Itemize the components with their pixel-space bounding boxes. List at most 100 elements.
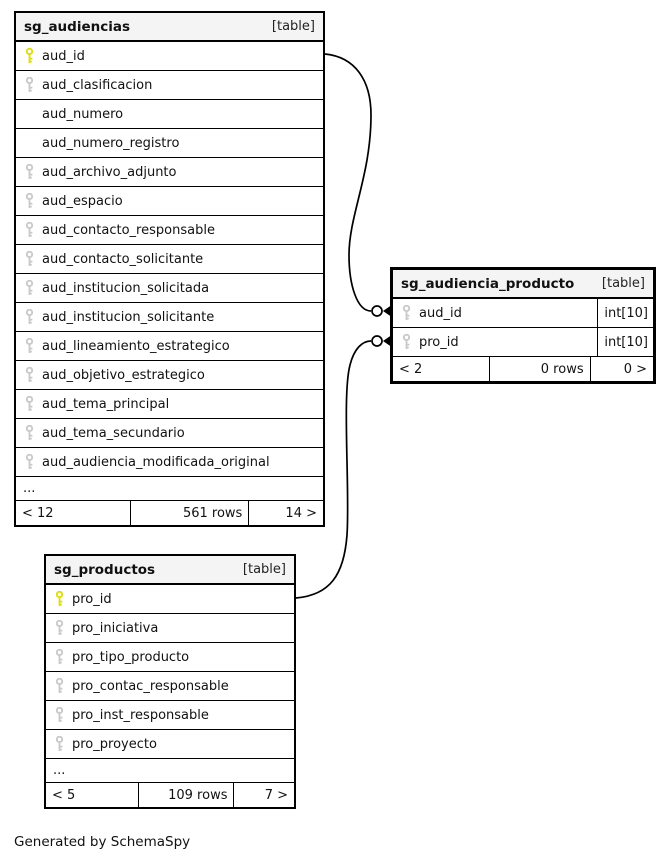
hidden-columns-ellipsis: ... [46,759,294,783]
column-name: aud_institucion_solicitada [42,280,210,296]
column-row: aud_audiencia_modificada_original [16,448,323,477]
foreign-key-icon [23,309,36,325]
foreign-key-icon [23,251,36,267]
column-name: pro_id [419,334,459,350]
arrowhead-pro-id [383,335,391,347]
table-tag: [table] [601,276,645,291]
foreign-key-icon [23,280,36,296]
column-name: pro_id [72,591,112,607]
column-name: pro_iniciativa [72,620,159,636]
column-row: pro_inst_responsable [46,701,294,730]
table-name[interactable]: sg_audiencias [24,18,131,35]
column-row: pro_id int[10] [393,328,653,357]
footer-hidden-columns-right: 0 > [623,361,647,377]
column-row: aud_lineamiento_estrategico [16,332,323,361]
footer-hidden-columns-left: < 5 [52,787,76,803]
primary-key-icon [53,591,66,607]
column-row: aud_numero_registro [16,129,323,158]
foreign-key-icon [53,736,66,752]
foreign-key-icon [23,338,36,354]
column-row: pro_tipo_producto [46,643,294,672]
column-name: pro_inst_responsable [72,707,209,723]
table-header: sg_audiencia_producto [table] [393,270,653,299]
foreign-key-icon [53,707,66,723]
column-row: aud_numero [16,100,323,129]
no-key-spacer [23,135,36,151]
column-name: aud_contacto_responsable [42,222,215,238]
column-name: aud_id [42,48,85,64]
column-row: pro_contac_responsable [46,672,294,701]
footer-hidden-columns-right: 14 > [285,505,317,521]
column-row: aud_contacto_solicitante [16,245,323,274]
column-name: aud_tema_secundario [42,425,185,441]
no-key-spacer [23,106,36,122]
column-name: aud_audiencia_modificada_original [42,454,270,470]
column-name: aud_numero_registro [42,135,180,151]
column-row: pro_proyecto [46,730,294,759]
column-name: aud_clasificacion [42,77,153,93]
hidden-columns-ellipsis: ... [16,477,323,501]
column-name: aud_institucion_solicitante [42,309,215,325]
column-row: aud_contacto_responsable [16,216,323,245]
foreign-key-icon [53,678,66,694]
foreign-key-icon [23,367,36,383]
column-row: aud_institucion_solicitante [16,303,323,332]
foreign-key-icon [53,620,66,636]
cardinality-circle-pro-id [371,335,383,347]
arrowhead-aud-id [383,305,391,317]
column-type: int[10] [597,328,653,356]
foreign-key-icon [23,425,36,441]
foreign-key-icon [53,649,66,665]
primary-key-icon [23,48,36,64]
footer-row-count: 561 rows [129,501,250,525]
column-row: pro_iniciativa [46,614,294,643]
table-tag: [table] [271,19,315,34]
column-name: pro_proyecto [72,736,157,752]
foreign-key-icon [23,396,36,412]
column-row: aud_id [16,42,323,71]
generated-by-note: Generated by SchemaSpy [14,834,191,850]
column-row: aud_espacio [16,187,323,216]
column-name: aud_id [419,305,462,321]
column-name: aud_espacio [42,193,123,209]
column-name: pro_contac_responsable [72,678,229,694]
column-name: aud_lineamiento_estrategico [42,338,230,354]
column-row: aud_tema_secundario [16,419,323,448]
column-name: aud_tema_principal [42,396,170,412]
table-tag: [table] [242,562,286,577]
column-row: pro_id [46,585,294,614]
foreign-key-icon [400,334,413,350]
column-row: aud_institucion_solicitada [16,274,323,303]
foreign-key-icon [23,193,36,209]
column-name: pro_tipo_producto [72,649,190,665]
column-row: aud_clasificacion [16,71,323,100]
column-name: aud_numero [42,106,124,122]
cardinality-circle-aud-id [371,305,383,317]
column-row: aud_tema_principal [16,390,323,419]
entity-table-sg-audiencias: sg_audiencias [table] aud_id aud_clasificac… [14,11,325,527]
foreign-key-icon [23,454,36,470]
foreign-key-icon [400,305,413,321]
column-row: aud_objetivo_estrategico [16,361,323,390]
table-header: sg_audiencias [table] [16,13,323,42]
foreign-key-icon [23,164,36,180]
foreign-key-icon [23,222,36,238]
relationship-curve-pro-id [295,340,372,599]
column-row: aud_archivo_adjunto [16,158,323,187]
foreign-key-icon [23,77,36,93]
table-name[interactable]: sg_productos [54,561,156,578]
column-name: aud_contacto_solicitante [42,251,204,267]
footer-hidden-columns-right: 7 > [264,787,288,803]
relationship-curve-aud-id [324,53,372,312]
footer-row-count: 0 rows [489,357,591,381]
column-name: aud_archivo_adjunto [42,164,177,180]
table-name[interactable]: sg_audiencia_producto [401,275,575,292]
